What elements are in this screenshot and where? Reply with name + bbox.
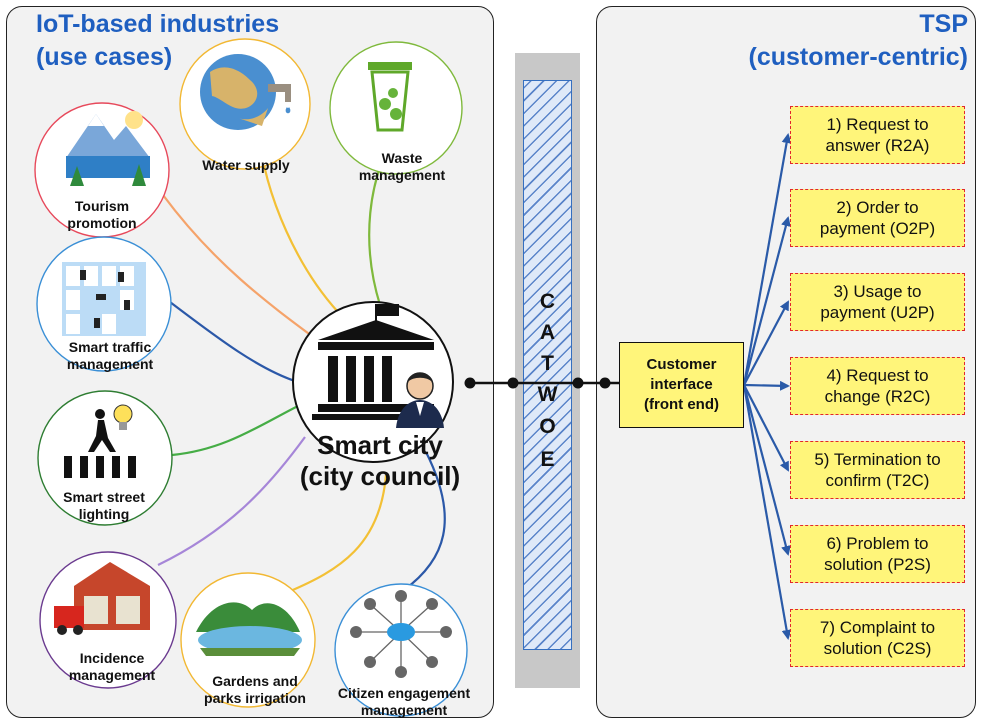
junction-dot	[599, 377, 611, 389]
mountain-lake-icon	[66, 111, 150, 186]
arrow-r2c	[743, 380, 790, 391]
park-pond-icon	[196, 602, 302, 656]
junction-dot	[572, 377, 584, 389]
arrow-p2s	[742, 384, 791, 556]
catwoe-letter: W	[537, 383, 558, 406]
arrow-t2c	[743, 384, 789, 472]
tsp-subtitle: (customer-centric)	[748, 43, 969, 71]
catwoe-letter: E	[540, 448, 555, 471]
customer-interface-box: Customer interface (front end)	[619, 342, 744, 428]
connector-gardens	[287, 474, 388, 594]
fire-station-icon	[54, 562, 150, 635]
connector-tourism	[162, 194, 321, 343]
catwoe-letter: O	[539, 415, 556, 438]
catwoe-hatched-bar	[523, 80, 572, 650]
junction-dot	[507, 377, 519, 389]
catwoe-letter: A	[539, 321, 556, 344]
arrow-u2p	[743, 300, 789, 386]
catwoe-letter: T	[541, 352, 554, 375]
use-cases-subtitle: (use cases)	[36, 43, 173, 71]
smart-city-label: Smart city(city council)	[299, 430, 461, 491]
council-person-icon	[396, 372, 444, 428]
connector-lighting	[171, 404, 301, 457]
recycle-bin-icon	[368, 62, 412, 132]
city-hall-icon	[312, 304, 440, 420]
catwoe-letter: C	[539, 290, 556, 313]
pedestrian-bulb-icon	[64, 404, 136, 478]
traffic-grid-icon	[62, 262, 146, 336]
tsp-title: TSP	[919, 10, 968, 38]
connector-traffic	[169, 301, 299, 384]
globe-faucet-icon	[200, 54, 291, 130]
water-label: Water supply	[202, 157, 290, 173]
junction-dot	[464, 377, 476, 389]
arrow-o2p	[742, 216, 791, 386]
use-cases-title: IoT-based industries	[36, 10, 280, 38]
arrow-r2a	[742, 133, 792, 386]
connector-incidence	[157, 436, 306, 566]
lighting-circle	[37, 390, 173, 526]
catwoe-column: C A T W O E	[515, 53, 580, 688]
connector-citizen	[403, 451, 446, 591]
cloud-network-icon	[350, 590, 452, 678]
arrow-c2s	[742, 384, 792, 640]
